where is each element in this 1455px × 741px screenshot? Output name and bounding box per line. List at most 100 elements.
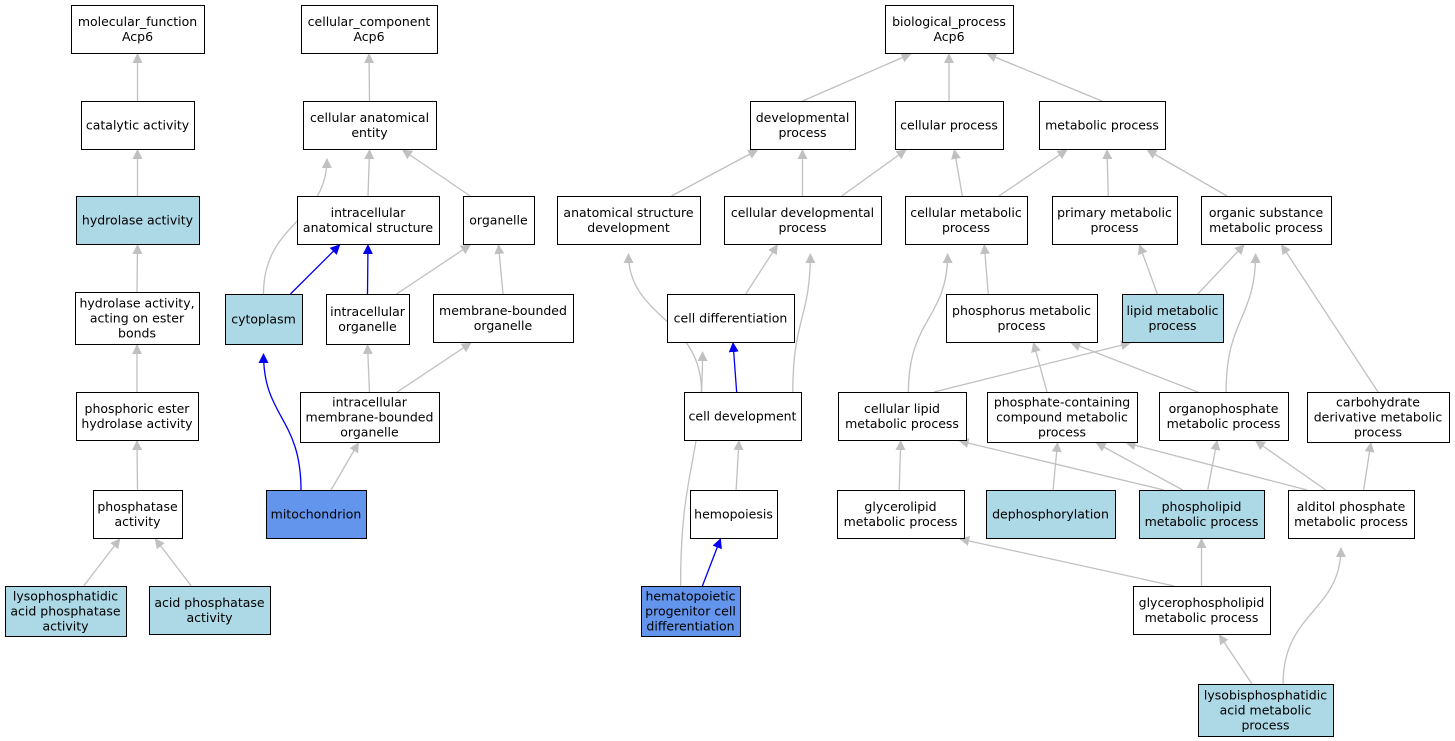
node-label-line: metabolic process <box>1145 514 1259 529</box>
node-label-line: development <box>587 220 670 235</box>
edge-anatomical-structure-dev-to-developmental-process <box>671 149 759 197</box>
node-box <box>1139 490 1265 539</box>
go-term-node-hemopoiesis: hemopoiesis <box>690 490 778 539</box>
edge-organic-substance-to-metabolic-process <box>1146 149 1228 197</box>
node-label-line: cellular process <box>900 118 998 133</box>
node-label-line: cellular lipid <box>864 401 940 416</box>
edge-cellular-metabolic-to-cellular-process <box>951 149 963 197</box>
node-label-line: phospholipid <box>1162 499 1242 514</box>
edge-cell-development-to-anatomical-structure-dev <box>623 253 703 393</box>
edge-metabolic-process-to-biological-process <box>986 52 1103 102</box>
node-label-line: developmental <box>756 110 850 125</box>
edge-lysobisphosphatidic-to-glycerophospholipid <box>1218 634 1253 685</box>
node-box <box>81 101 195 150</box>
node-box <box>76 392 199 441</box>
node-label-line: hematopoietic <box>646 589 736 604</box>
node-box <box>895 101 1004 150</box>
edge-hydrolase-ester-to-hydrolase-activity <box>132 244 143 293</box>
edge-phospholipid-to-phosphate-containing <box>1095 442 1184 491</box>
node-label-line: alditol phosphate <box>1297 499 1406 514</box>
node-box <box>987 392 1138 443</box>
edge-lysobisphosphatidic-to-alditol-phosphate <box>1282 547 1346 685</box>
node-label-line: mitochondrion <box>271 507 362 522</box>
node-label-line: activity <box>186 610 233 625</box>
go-term-node-mitochondrion: mitochondrion <box>266 490 367 539</box>
edge-membrane-bounded-organelle-to-organelle <box>494 244 505 295</box>
node-box <box>838 392 967 441</box>
node-label-line: intracellular <box>330 304 406 319</box>
node-label-line: organelle <box>474 318 533 333</box>
node-label-line: carbohydrate <box>1336 395 1420 410</box>
node-box <box>71 5 205 54</box>
edge-lipid-metabolic-to-organic-substance <box>1197 244 1245 295</box>
node-label-line: activity <box>42 619 89 634</box>
node-label-line: organelle <box>338 319 397 334</box>
edge-organelle-to-cellular-anatomical-entity <box>401 149 471 197</box>
node-label-line: metabolic process <box>1045 118 1159 133</box>
node-box <box>1133 586 1271 635</box>
node-label-line: metabolic process <box>1294 514 1408 529</box>
node-label-line: glycerophospholipid <box>1139 595 1265 610</box>
node-box <box>684 392 802 441</box>
node-label-line: process <box>778 125 826 140</box>
edge-layer <box>83 52 1379 685</box>
go-term-node-dephosphorylation: dephosphorylation <box>986 490 1116 539</box>
node-label-line: metabolic process <box>1167 416 1281 431</box>
node-box <box>724 196 882 245</box>
edge-cellular-lipid-to-cellular-metabolic <box>907 253 953 393</box>
node-label-line: molecular_function <box>78 14 197 29</box>
node-box <box>1039 101 1166 150</box>
edge-acid-phosphatase-to-phosphatase-activity <box>154 538 192 587</box>
node-label-line: anatomical structure <box>563 205 693 220</box>
node-label-line: hydrolase activity <box>81 416 193 431</box>
edge-glycerophospholipid-to-glycerolipid <box>959 536 1175 587</box>
node-box <box>667 294 795 343</box>
node-label-line: derivative metabolic <box>1314 410 1443 425</box>
edge-cytoplasm-to-intracellular-anatomical <box>289 244 341 295</box>
node-label-line: metabolic process <box>1209 220 1323 235</box>
edge-alditol-phosphate-to-phosphate-containing <box>1125 440 1308 491</box>
node-box <box>885 5 1014 54</box>
node-box <box>1307 392 1450 443</box>
edge-cell-development-to-cell-differentiation <box>728 342 739 393</box>
node-box <box>300 392 440 443</box>
edge-lipid-metabolic-to-primary-metabolic <box>1137 244 1158 295</box>
edge-phospholipid-to-cellular-lipid <box>958 438 1165 491</box>
node-label-line: metabolic process <box>845 416 959 431</box>
node-label-line: cellular_component <box>308 14 431 29</box>
node-label-line: hemopoiesis <box>694 507 773 522</box>
node-label-line: organophosphate <box>1169 401 1279 416</box>
node-box <box>326 294 410 345</box>
go-term-node-cell-development: cell development <box>684 392 802 441</box>
node-label-line: activity <box>114 514 161 529</box>
node-label-line: process <box>1090 220 1138 235</box>
node-label-line: membrane-bounded <box>439 303 567 318</box>
node-label-line: process <box>997 318 1045 333</box>
node-box <box>1052 196 1178 245</box>
node-label-line: anatomical structure <box>303 220 433 235</box>
node-label-line: cytoplasm <box>231 312 296 327</box>
node-label-line: bonds <box>118 326 156 341</box>
node-box <box>463 196 535 245</box>
edge-hemopoiesis-to-cell-development <box>733 440 744 491</box>
node-box <box>149 586 271 635</box>
edge-alditol-phosphate-to-organophosphate <box>1254 440 1327 491</box>
node-label-line: hydrolase activity <box>82 213 194 228</box>
edge-organophosphate-to-phosphorus-metabolic <box>1070 341 1198 393</box>
node-box <box>297 196 440 245</box>
